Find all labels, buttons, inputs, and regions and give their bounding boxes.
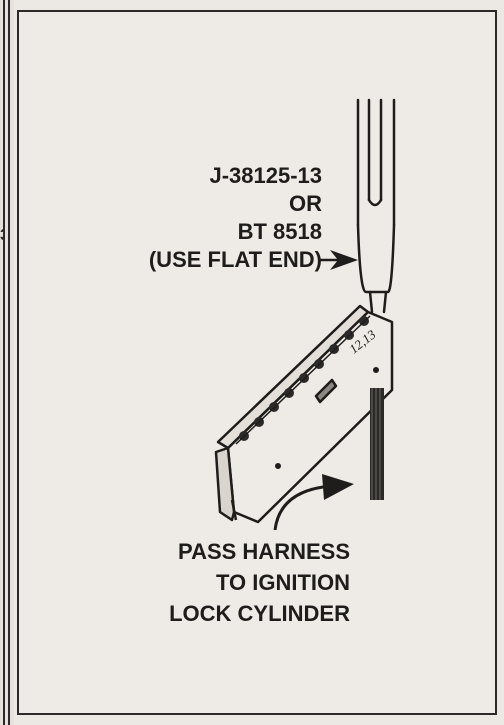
harness-callout-line: LOCK CYLINDER [169, 601, 350, 626]
tool-callout-line: (USE FLAT END) [148, 247, 322, 272]
left-margin-rule [3, 0, 5, 725]
terminal-tool-icon [356, 98, 396, 314]
harness-callout-line: TO IGNITION [215, 570, 350, 595]
tool-callout: J-38125-13 OR BT 8518 (USE FLAT END) [149, 162, 322, 274]
tool-callout-line: J-38125-13 [209, 163, 322, 188]
tool-callout-line: BT 8518 [237, 219, 322, 244]
harness-callout: PASS HARNESS TO IGNITION LOCK CYLINDER [169, 536, 350, 629]
left-margin-digit: 3 [0, 226, 4, 246]
left-margin-rule [8, 0, 10, 725]
connector-block-icon [214, 304, 394, 524]
wire-harness-icon [370, 388, 384, 500]
harness-callout-line: PASS HARNESS [178, 539, 350, 564]
tool-callout-line: OR [289, 191, 322, 216]
curved-arrow-icon [273, 474, 354, 531]
illustration-panel [17, 10, 497, 715]
pointer-arrow-icon [318, 250, 358, 270]
